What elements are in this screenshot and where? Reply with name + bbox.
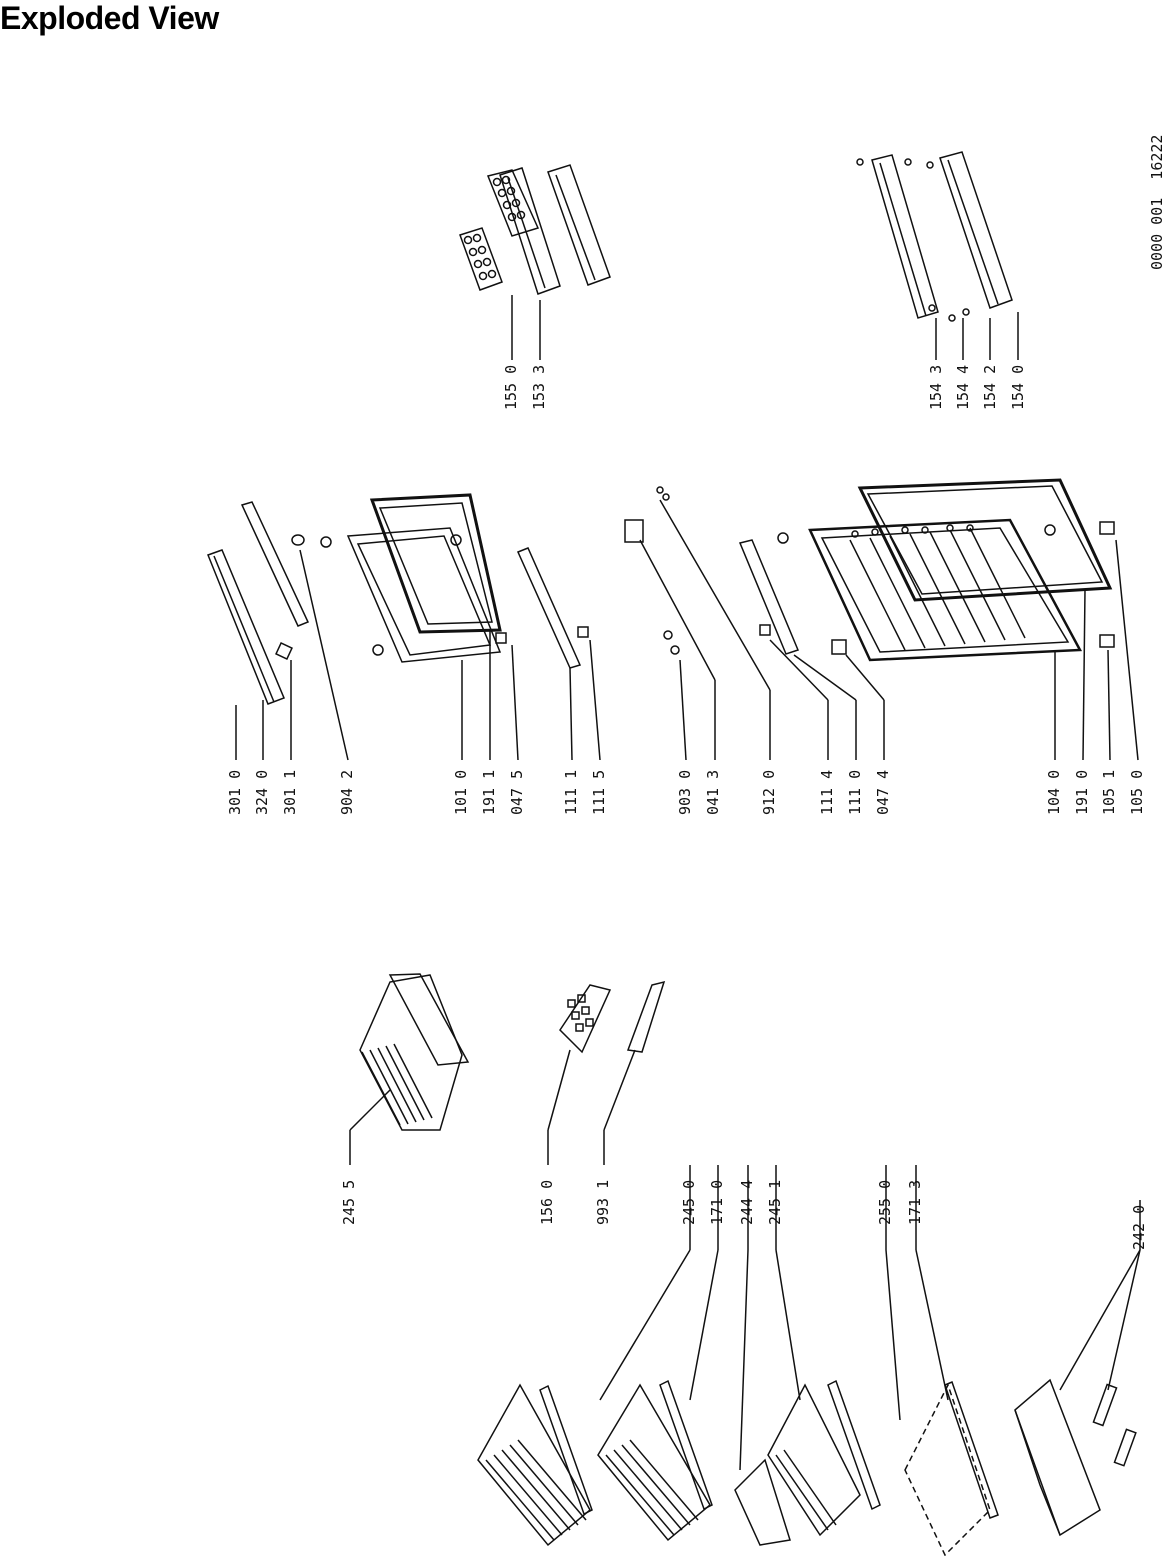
main-door [808,478,1115,662]
door-shelf-bars [499,164,611,295]
ice-scraper [626,980,666,1053]
label-154-2: 154 2 [981,364,999,410]
label-245-5: 245 5 [340,1179,358,1225]
crisper-drawer [1014,1378,1137,1537]
label-047-4: 047 4 [874,769,892,815]
label-155-0: 155 0 [502,364,520,410]
label-993-1: 993 1 [594,1179,612,1225]
label-104-0: 104 0 [1045,769,1063,815]
label-912-0: 912 0 [760,769,778,815]
label-111-5: 111 5 [590,769,608,815]
hinge-bar-lower [738,532,847,655]
label-171-0: 171 0 [708,1179,726,1225]
label-041-3: 041 3 [704,769,722,815]
label-191-1: 191 1 [480,769,498,815]
label-047-5: 047 5 [508,769,526,815]
label-242-0: 242 0 [1130,1204,1148,1250]
label-111-0: 111 0 [846,769,864,815]
label-904-2: 904 2 [338,769,356,815]
page-title: Exploded View [0,0,219,36]
crisper-cover [359,973,470,1131]
label-245-0: 245 0 [680,1179,698,1225]
drawing-number: 0000 001 16222 [1148,134,1165,270]
label-324-0: 324 0 [253,769,271,815]
door-racks-right [856,151,1013,322]
label-191-0: 191 0 [1073,769,1091,815]
label-101-0: 101 0 [452,769,470,815]
label-903-0: 903 0 [676,769,694,815]
label-156-0: 156 0 [538,1179,556,1225]
egg-trays [459,169,540,291]
label-154-0: 154 0 [1009,364,1027,410]
label-105-0: 105 0 [1128,769,1146,815]
label-245-1: 245 1 [766,1179,784,1225]
label-111-1: 111 1 [562,769,580,815]
glass-shelf [904,1380,999,1556]
small-freezer-door [320,493,507,663]
door-trim-strips [207,501,310,705]
label-301-1: 301 1 [281,769,299,815]
wire-shelves [477,1379,881,1547]
hinge-pins [624,486,680,655]
label-255-0: 255 0 [876,1179,894,1225]
label-244-4: 244 4 [738,1179,756,1225]
label-111-4: 111 4 [818,769,836,815]
label-154-4: 154 4 [954,364,972,410]
ice-tray [559,984,612,1054]
hinge-bar [516,547,589,669]
label-154-3: 154 3 [927,364,945,410]
label-153-3: 153 3 [530,364,548,410]
label-171-3: 171 3 [906,1179,924,1225]
label-105-1: 105 1 [1100,769,1118,815]
label-301-0: 301 0 [226,769,244,815]
